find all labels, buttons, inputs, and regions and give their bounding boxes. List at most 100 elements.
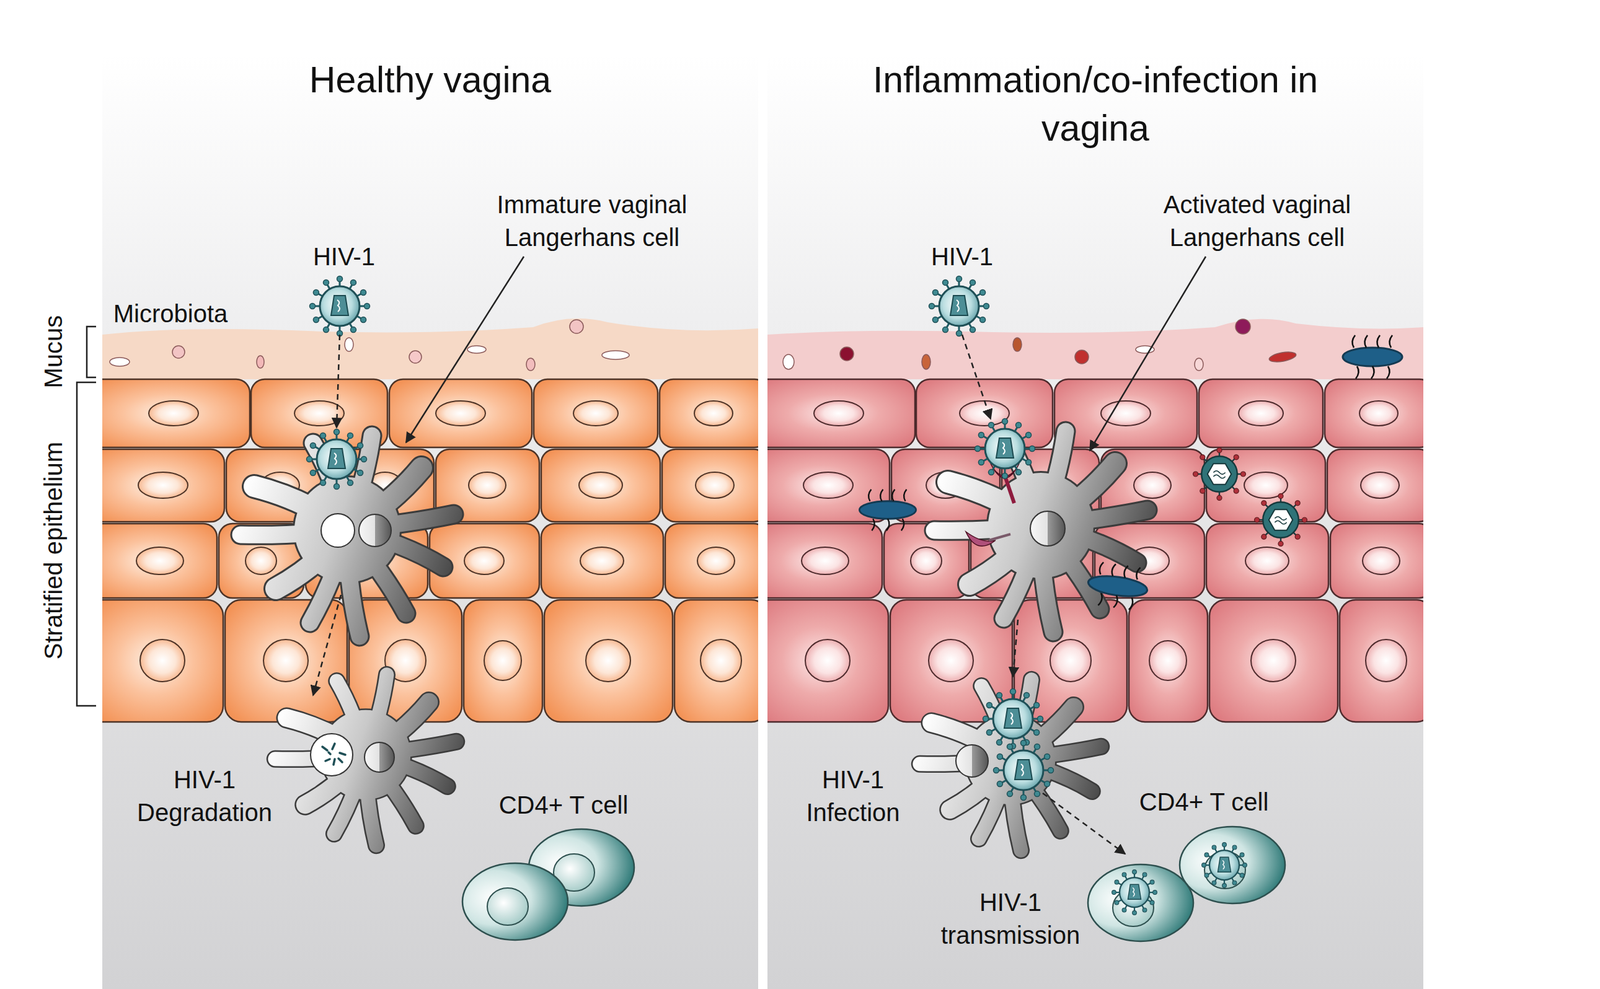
mucus-layer bbox=[767, 319, 1424, 380]
t-cell bbox=[1087, 864, 1194, 942]
epithelial-cells bbox=[1327, 449, 1424, 522]
langerhans-cell bbox=[934, 431, 1148, 633]
hiv-virion bbox=[1202, 843, 1248, 889]
epithelial-cells bbox=[541, 449, 661, 522]
leader-lines bbox=[406, 256, 524, 443]
epithelial-cells bbox=[1133, 472, 1172, 499]
leader-lines bbox=[406, 256, 1206, 451]
brackets bbox=[86, 326, 97, 378]
vacuole bbox=[321, 513, 355, 548]
epithelial-cells bbox=[138, 472, 188, 499]
side-label: Stratified epithelium bbox=[37, 389, 71, 713]
epithelial-cells bbox=[767, 600, 889, 723]
epithelial-cells bbox=[468, 472, 506, 499]
epithelial-cells bbox=[533, 379, 658, 448]
herpes-virion bbox=[1193, 448, 1247, 501]
epithelial-cells bbox=[697, 547, 735, 575]
microbiota bbox=[467, 345, 487, 354]
epithelial-cells bbox=[659, 379, 759, 448]
mucus-layer bbox=[102, 318, 759, 380]
virus-fragments bbox=[322, 743, 346, 765]
epithelial-cells bbox=[1149, 640, 1187, 681]
brackets bbox=[76, 382, 97, 707]
microbiota bbox=[839, 347, 854, 361]
t-cell bbox=[462, 863, 568, 941]
bacterium bbox=[1085, 561, 1151, 613]
epithelial-cells bbox=[263, 639, 309, 682]
epithelial-cells bbox=[1050, 639, 1092, 682]
microbiota bbox=[1012, 337, 1022, 352]
microbiota bbox=[172, 345, 185, 359]
epithelial-cells bbox=[585, 639, 631, 682]
epithelium bbox=[767, 379, 1424, 723]
t-cell bbox=[1179, 826, 1286, 904]
langerhans-cell bbox=[275, 675, 457, 846]
microbiota bbox=[256, 355, 265, 369]
hiv-virion bbox=[983, 689, 1044, 750]
epithelial-cells bbox=[910, 547, 942, 575]
figure-label: CD4+ T cell bbox=[470, 789, 657, 823]
epithelial-cells bbox=[225, 600, 348, 723]
microbiota bbox=[569, 319, 584, 334]
hiv-virion bbox=[1112, 870, 1158, 916]
microbiota bbox=[109, 357, 130, 367]
epithelial-cells bbox=[694, 401, 733, 426]
epithelial-cells bbox=[767, 523, 883, 599]
degradation-vacuole bbox=[310, 733, 353, 777]
epithelial-cells bbox=[662, 449, 759, 522]
pathway-arrows bbox=[1012, 619, 1018, 677]
microbiota bbox=[109, 319, 1297, 371]
epithelial-cells bbox=[1238, 401, 1284, 426]
epithelial-cells bbox=[1330, 523, 1424, 599]
epithelial-cells bbox=[805, 639, 850, 682]
epithelial-cells bbox=[102, 379, 759, 723]
epithelial-cells bbox=[573, 401, 619, 426]
epithelial-cells bbox=[1339, 600, 1424, 723]
bacterium bbox=[859, 489, 916, 532]
cell-nucleus bbox=[955, 745, 989, 778]
epithelial-cells bbox=[1324, 379, 1424, 448]
pathway-arrows bbox=[313, 595, 341, 696]
epithelial-cells bbox=[1362, 547, 1400, 575]
figure-label: HIV-1 Degradation bbox=[117, 763, 292, 830]
microbiota bbox=[921, 354, 931, 370]
leader-lines bbox=[1089, 256, 1206, 451]
figure-label: Microbiota bbox=[89, 297, 252, 331]
hiv-virion bbox=[929, 276, 990, 337]
hiv-virion bbox=[306, 429, 367, 490]
epithelial-cells bbox=[1359, 401, 1398, 426]
epithelial-cells bbox=[484, 640, 522, 681]
epithelial-cells bbox=[245, 547, 277, 575]
microbiota bbox=[526, 358, 535, 371]
epithelial-cells bbox=[803, 472, 854, 499]
epithelial-cells bbox=[102, 523, 217, 599]
epithelial-cells bbox=[1198, 379, 1323, 448]
cell-nucleus bbox=[358, 514, 392, 547]
langerhans-cell bbox=[919, 680, 1101, 851]
microbiota bbox=[1194, 358, 1204, 371]
figure-label: HIV-1 transmission bbox=[920, 886, 1101, 953]
microbiota bbox=[1235, 319, 1251, 335]
epithelial-cells bbox=[1245, 547, 1289, 575]
microbiota bbox=[409, 350, 422, 364]
epithelial-cells bbox=[700, 639, 742, 682]
microbiota bbox=[1268, 350, 1297, 364]
epithelial-cells bbox=[767, 379, 915, 448]
pathway-arrows bbox=[962, 334, 991, 420]
epithelial-cells bbox=[102, 379, 250, 448]
epithelial-cells bbox=[463, 600, 543, 723]
epithelial-cells bbox=[102, 449, 225, 522]
cell-nucleus bbox=[364, 742, 395, 773]
cell-nucleus bbox=[1030, 511, 1066, 547]
epithelium bbox=[102, 379, 759, 723]
epithelial-cells bbox=[695, 472, 734, 499]
epithelial-cells bbox=[544, 600, 673, 723]
epithelial-cells bbox=[1206, 523, 1329, 599]
epithelial-cells bbox=[1365, 639, 1407, 682]
epithelial-cells bbox=[1128, 600, 1208, 723]
bacterium bbox=[1342, 335, 1403, 379]
side-label: Mucus bbox=[37, 290, 71, 415]
hiv-virion bbox=[975, 419, 1036, 480]
